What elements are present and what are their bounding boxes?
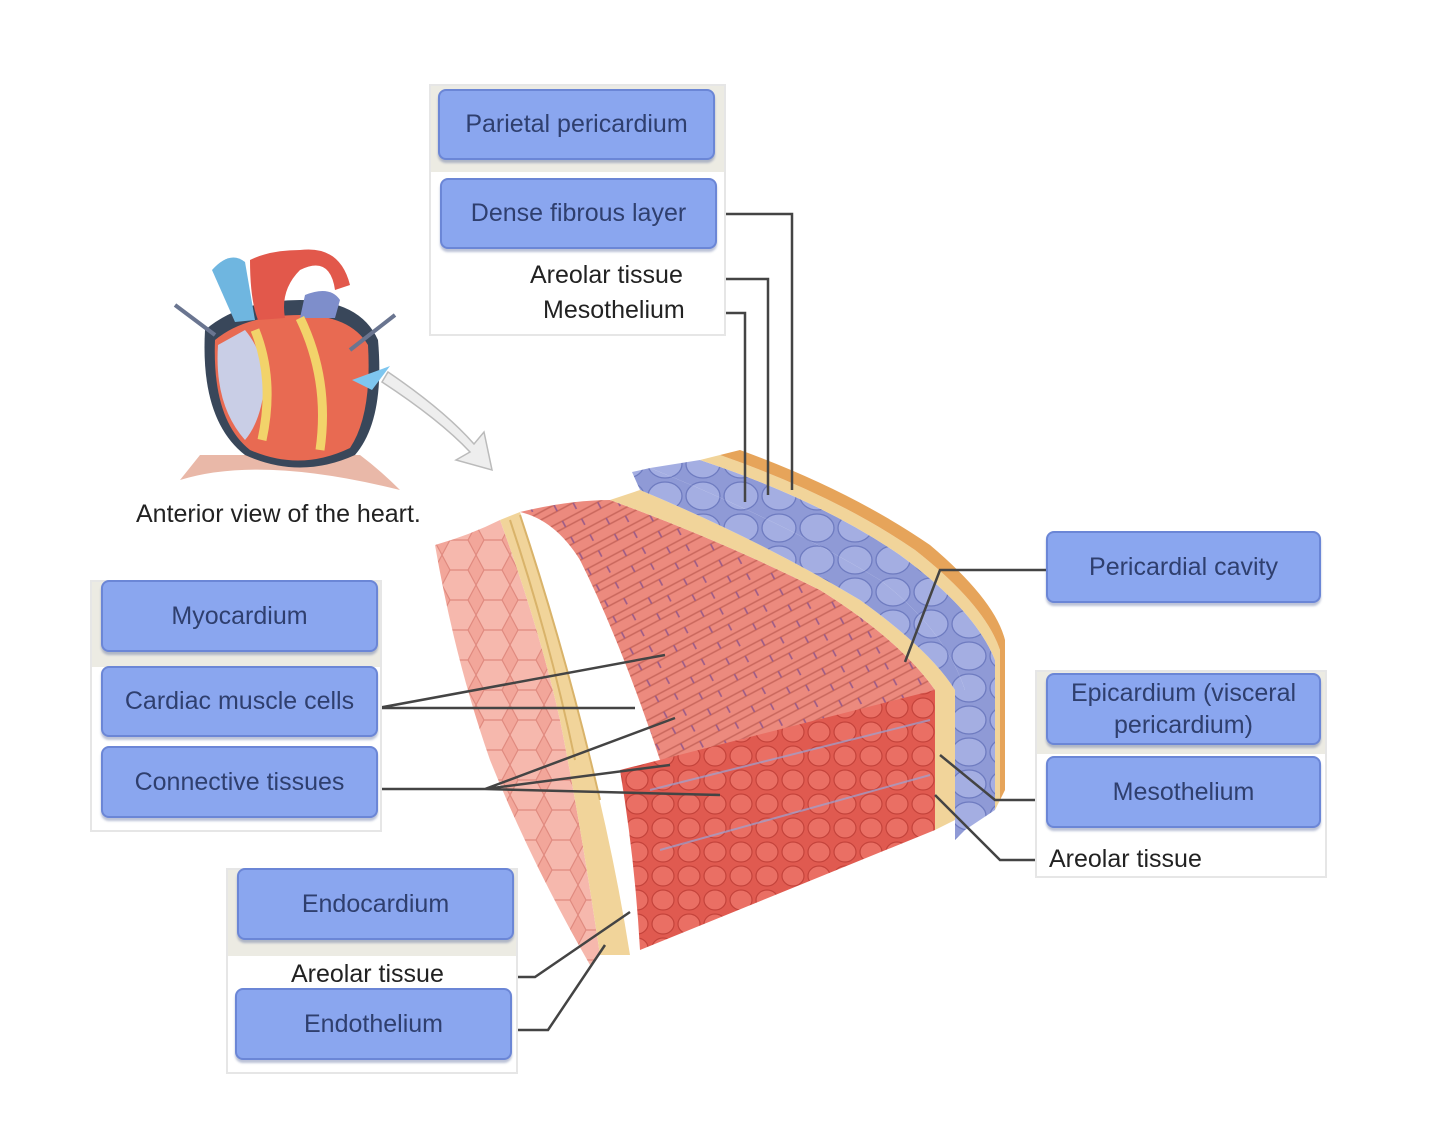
parietal-pericardium-label[interactable]: Parietal pericardium — [438, 89, 715, 160]
epicardium-label[interactable]: Epicardium (visceral pericardium) — [1046, 673, 1321, 745]
zoom-arrow-icon — [380, 370, 493, 472]
endocardium-label[interactable]: Endocardium — [237, 868, 514, 940]
pericardial-cavity-label[interactable]: Pericardial cavity — [1046, 531, 1321, 603]
myocardium-label[interactable]: Myocardium — [101, 580, 378, 652]
endocardium-areolar-tissue-label: Areolar tissue — [291, 960, 444, 988]
anterior-heart-image — [173, 249, 400, 490]
endothelium-label[interactable]: Endothelium — [235, 988, 512, 1060]
cardiac-muscle-cells-label[interactable]: Cardiac muscle cells — [101, 666, 378, 737]
parietal-mesothelium-label: Mesothelium — [543, 296, 685, 324]
epicardium-areolar-tissue-label: Areolar tissue — [1049, 845, 1202, 873]
parietal-areolar-tissue-label: Areolar tissue — [530, 261, 683, 289]
dense-fibrous-layer-label[interactable]: Dense fibrous layer — [440, 178, 717, 249]
heart-caption: Anterior view of the heart. — [136, 500, 421, 528]
epicardium-mesothelium-label[interactable]: Mesothelium — [1046, 756, 1321, 828]
connective-tissues-label[interactable]: Connective tissues — [101, 746, 378, 818]
